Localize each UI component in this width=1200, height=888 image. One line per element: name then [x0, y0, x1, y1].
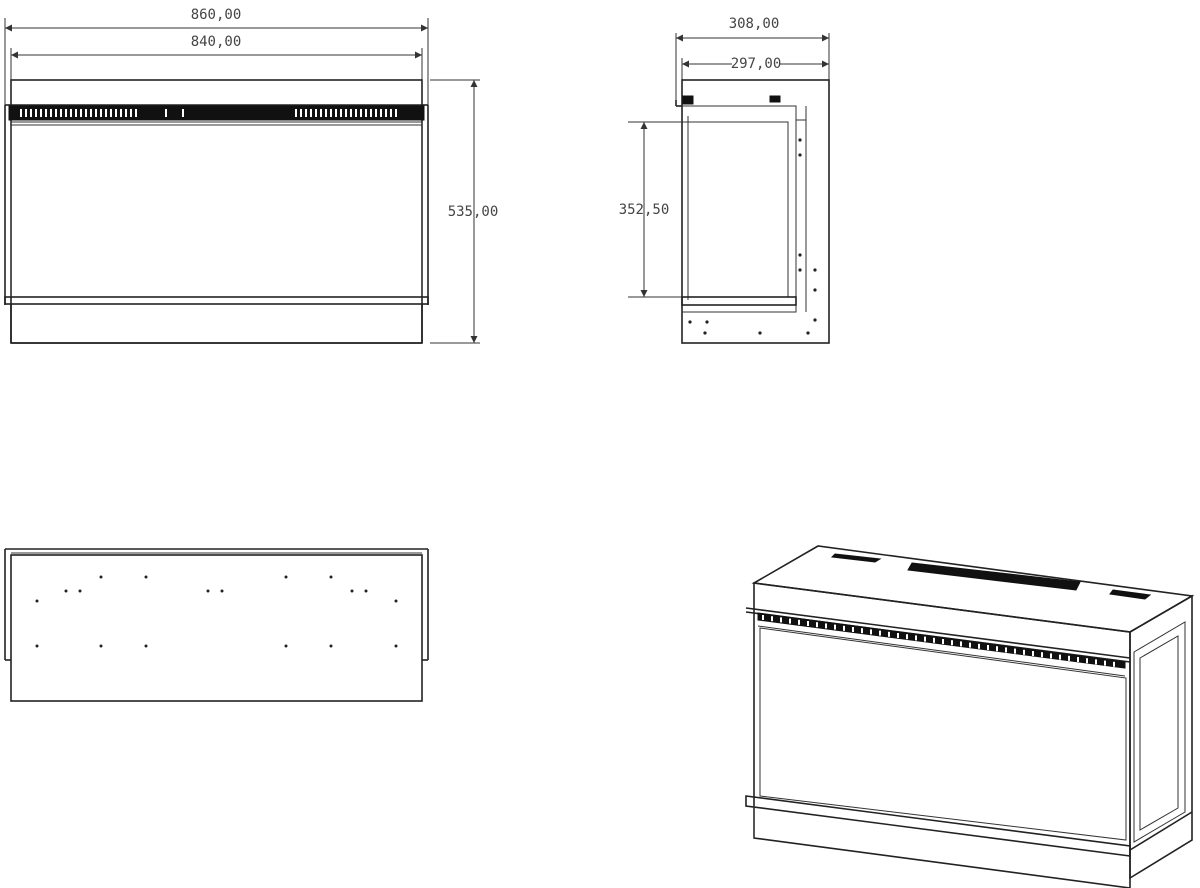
screw-holes: [688, 138, 817, 335]
top-view: [4, 548, 429, 702]
dimension-label-297: 297,00: [731, 56, 782, 72]
dimension-label-535: 535,00: [448, 204, 499, 220]
front-view: 860,00 840,00 53: [4, 7, 499, 344]
dimension-label-840: 840,00: [191, 34, 242, 50]
dimension-label-352: 352,50: [619, 202, 670, 218]
dimension-front-overall-width: 860,00: [4, 7, 429, 110]
dimension-front-height: 535,00: [430, 79, 499, 344]
dimension-side-inner-depth: 297,00: [681, 56, 829, 80]
isometric-view: [745, 545, 1195, 888]
dimension-side-opening-height: 352,50: [619, 121, 682, 298]
dimension-label-860: 860,00: [191, 7, 242, 23]
vent-ticks: [20, 109, 397, 117]
screw-holes: [35, 575, 398, 648]
dimension-front-inner-width: 840,00: [10, 34, 423, 80]
dimension-side-overall-depth: 308,00: [675, 16, 830, 100]
side-view: 308,00 297,00 352,50: [619, 16, 830, 344]
vent-ticks: [762, 615, 1115, 667]
dimension-label-308: 308,00: [729, 16, 780, 32]
